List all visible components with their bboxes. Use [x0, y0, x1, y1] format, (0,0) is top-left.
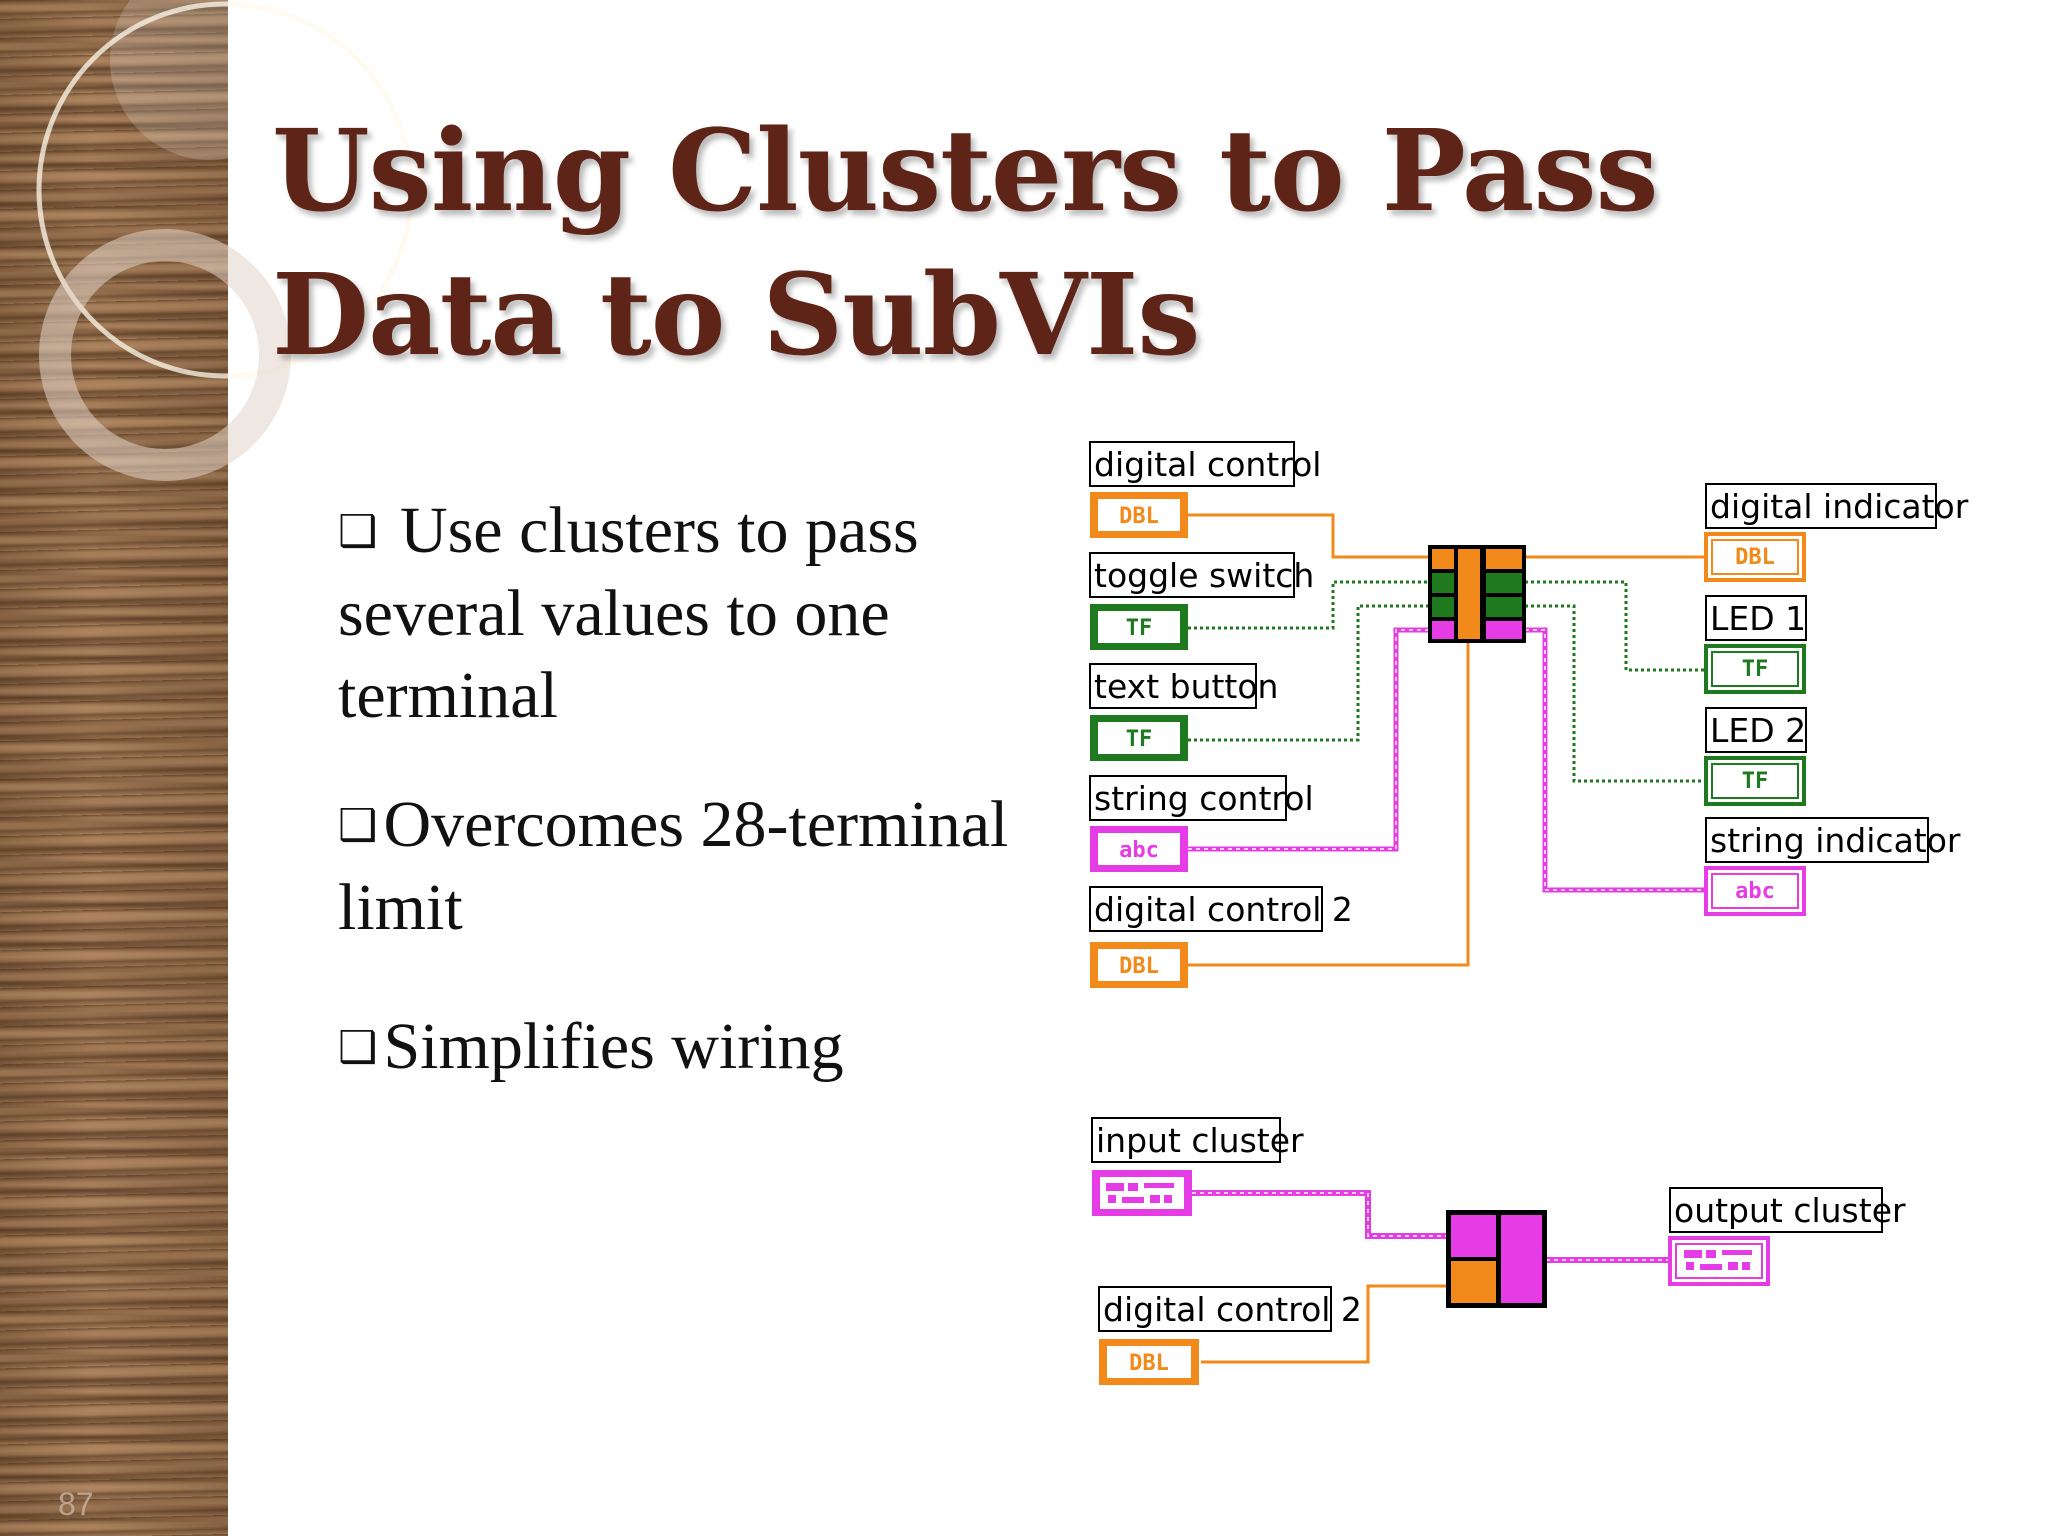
cluster-icon: [1106, 1183, 1174, 1203]
terminal-label: digital control 2: [1103, 1290, 1362, 1329]
terminal-led-2[interactable]: LED 2 TF: [1704, 707, 1807, 806]
cluster-icon: [1684, 1250, 1752, 1270]
terminal-label: digital indicator: [1710, 487, 1969, 526]
terminal-label: input cluster: [1096, 1121, 1304, 1160]
terminal-label: toggle switch: [1094, 556, 1314, 595]
terminal-digital-control-2-bottom[interactable]: digital control 2 DBL: [1098, 1286, 1362, 1385]
boolean-icon: TF: [1742, 657, 1769, 682]
bullet-text: Use clusters to pass several values to o…: [338, 494, 919, 732]
terminal-label: output cluster: [1674, 1191, 1906, 1230]
bundle-by-name-node: [1446, 1210, 1547, 1308]
wires-bottom: [1192, 1190, 1670, 1364]
terminal-output-cluster[interactable]: output cluster: [1668, 1187, 1906, 1286]
bundle-node: [1428, 545, 1526, 643]
terminal-input-cluster[interactable]: input cluster: [1091, 1117, 1304, 1216]
decorative-rings: [36, 0, 414, 481]
slide-title: Using Clusters to Pass Data to SubVIs: [272, 106, 1659, 381]
dbl-icon: DBL: [1735, 545, 1775, 570]
string-icon: abc: [1735, 879, 1775, 904]
bullet-item: ❑Simplifies wiring: [338, 1006, 1038, 1089]
slide-number: 87: [58, 1486, 94, 1522]
boolean-icon: TF: [1126, 616, 1153, 641]
terminal-digital-control[interactable]: digital control DBL: [1089, 441, 1321, 538]
dbl-icon: DBL: [1129, 1351, 1169, 1376]
bullet-text: Overcomes 28-terminal limit: [338, 788, 1009, 944]
dbl-icon: DBL: [1119, 954, 1159, 979]
terminal-label: digital control: [1094, 445, 1321, 484]
checkbox-bullet-icon: ❑: [338, 507, 378, 556]
bullet-item: ❑ Use clusters to pass several values to…: [338, 490, 1038, 737]
terminal-text-button[interactable]: text button TF: [1089, 663, 1278, 761]
string-icon: abc: [1119, 838, 1159, 863]
checkbox-bullet-icon: ❑: [338, 801, 378, 850]
terminal-label: string indicator: [1710, 821, 1961, 860]
terminal-digital-control-2[interactable]: digital control 2 DBL: [1089, 886, 1353, 988]
bullet-clip: ❑Overcomes 28-terminal limit: [338, 784, 1028, 954]
terminal-string-indicator[interactable]: string indicator abc: [1704, 817, 1961, 916]
terminal-label: string control: [1094, 779, 1314, 818]
checkbox-bullet-icon: ❑: [338, 1023, 378, 1072]
terminal-label: digital control 2: [1094, 890, 1353, 929]
terminal-digital-indicator[interactable]: digital indicator DBL: [1704, 483, 1969, 582]
terminal-label: text button: [1094, 667, 1278, 706]
bullet-text: Simplifies wiring: [383, 1010, 844, 1083]
terminal-string-control[interactable]: string control abc: [1089, 775, 1314, 872]
terminal-toggle-switch[interactable]: toggle switch TF: [1089, 552, 1314, 650]
terminal-led-1[interactable]: LED 1 TF: [1704, 595, 1807, 694]
boolean-icon: TF: [1742, 769, 1769, 794]
dbl-icon: DBL: [1119, 504, 1159, 529]
boolean-icon: TF: [1126, 727, 1153, 752]
terminal-label: LED 2: [1710, 711, 1806, 750]
bullet-item: ❑Overcomes 28-terminal limit: [338, 784, 1028, 949]
terminal-label: LED 1: [1710, 599, 1806, 638]
wires-top: [1188, 513, 1706, 967]
